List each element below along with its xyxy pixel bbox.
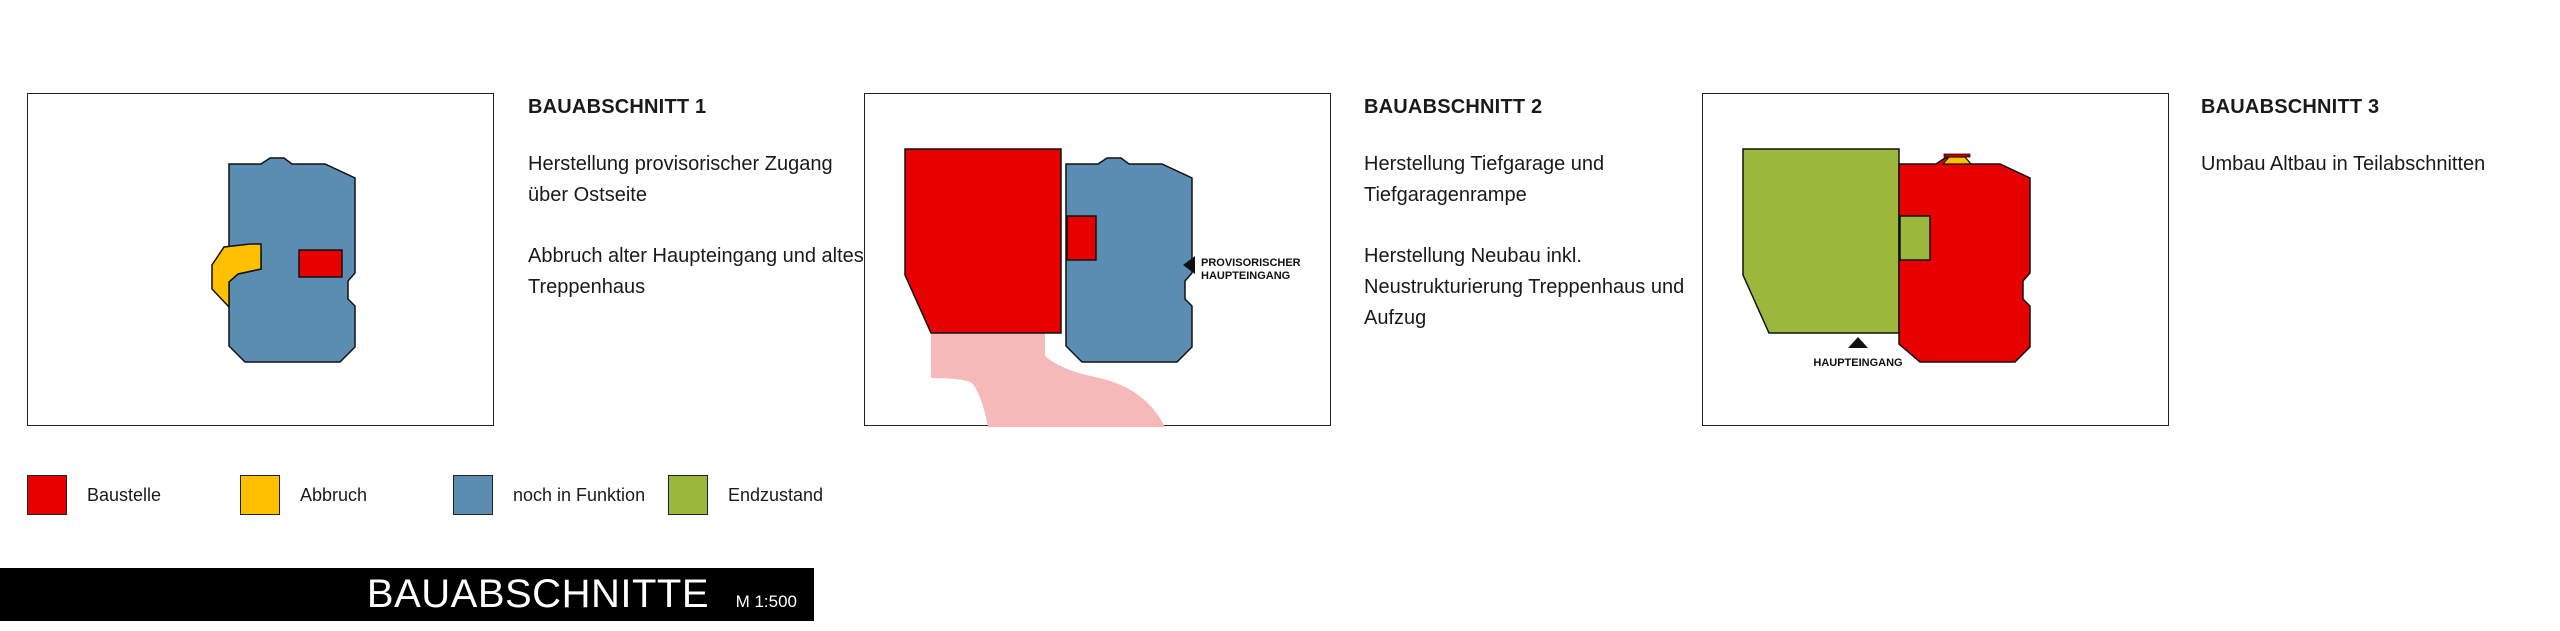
stage-3-plan: HAUPTEINGANG [1702, 93, 2169, 426]
old-building-in-function [1065, 157, 1193, 363]
stage-1-text: BAUABSCHNITT 1 Herstellung provisorische… [528, 96, 868, 333]
stage-3-title: BAUABSCHNITT 3 [2201, 96, 2380, 118]
entrance-arrow-icon [1183, 256, 1195, 274]
legend-label: Endzustand [728, 484, 824, 505]
legend-label: Abbruch [300, 484, 368, 505]
legend-swatch [668, 475, 708, 515]
stage-2-plan: PROVISORISCHER HAUPTEINGANG [864, 93, 1331, 427]
stage-1-paragraph-1: Herstellung provisorischer Zugang über O… [528, 153, 833, 206]
stage-2-site-plan: PROVISORISCHER HAUPTEINGANG [904, 148, 1301, 427]
stage-1-plan [27, 93, 494, 426]
construction-stair [298, 249, 343, 278]
legend-swatch [453, 475, 493, 515]
stage-1-paragraph-2: Abbruch alter Haupteingang und altes Tre… [528, 245, 864, 298]
annotation-line-2: HAUPTEINGANG [1201, 270, 1290, 282]
new-building-construction [904, 148, 1062, 334]
construction-core [1066, 215, 1097, 261]
legend-label: Baustelle [87, 484, 162, 505]
demolition-entrance [211, 243, 262, 309]
stage-2-title: BAUABSCHNITT 2 [1364, 96, 1543, 118]
footer-title-bar: BAUABSCHNITTE M 1:500 [0, 568, 814, 621]
stage-2-paragraph-1: Herstellung Tiefgarage und Tiefgaragenra… [1364, 153, 1605, 206]
underground-garage-ramp [931, 332, 1165, 427]
annotation-main-entrance: HAUPTEINGANG [1813, 357, 1902, 369]
footer-scale: M 1:500 [735, 592, 797, 611]
stage-2-text: BAUABSCHNITT 2 Herstellung Tiefgarage un… [1364, 96, 1704, 364]
legend-item-funktion: noch in Funktion [453, 474, 645, 516]
legend-item-abbruch: Abbruch [240, 474, 367, 516]
legend-item-endzustand: Endzustand [668, 474, 823, 516]
stage-3-text: BAUABSCHNITT 3 Umbau Altbau in Teilabsch… [2201, 96, 2541, 210]
stage-2-paragraph-2: Herstellung Neubau inkl. Neustrukturieru… [1364, 245, 1685, 329]
annotation-line-1: PROVISORISCHER [1201, 257, 1301, 269]
roof-bar [1943, 153, 1971, 158]
legend-label: noch in Funktion [513, 484, 646, 505]
stage-3-paragraph-1: Umbau Altbau in Teilabschnitten [2201, 153, 2486, 175]
final-state-core [1899, 215, 1931, 261]
footer-title: BAUABSCHNITTE [366, 572, 709, 616]
stage-1-site-plan [211, 157, 356, 363]
final-state-new-building [1742, 148, 1900, 334]
legend-item-baustelle: Baustelle [27, 474, 161, 516]
legend-swatch [240, 475, 280, 515]
stage-1-title: BAUABSCHNITT 1 [528, 96, 707, 118]
legend: Baustelle Abbruch noch in Funktion Endzu… [0, 474, 900, 518]
stage-3-site-plan: HAUPTEINGANG [1742, 148, 2031, 369]
legend-swatch [27, 475, 67, 515]
entrance-arrow-icon [1848, 337, 1868, 348]
